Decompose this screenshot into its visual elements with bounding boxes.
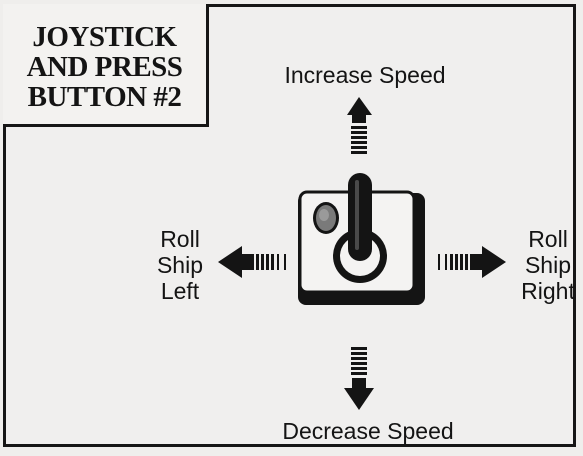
arrow-right-icon <box>438 246 506 278</box>
title-box: JOYSTICK AND PRESS BUTTON #2 <box>3 4 209 127</box>
arrow-up-icon <box>347 97 372 154</box>
roll-left-line-3: Left <box>160 278 200 304</box>
arrow-left-icon <box>218 246 286 278</box>
roll-right-line-3: Right <box>521 278 575 304</box>
title-line-1: JOYSTICK <box>32 21 177 53</box>
joystick-icon <box>298 173 425 305</box>
increase-speed-label: Increase Speed <box>284 62 446 88</box>
decrease-speed-label: Decrease Speed <box>282 418 454 444</box>
title-line-3: BUTTON #2 <box>27 81 182 113</box>
roll-left-line-1: Roll <box>160 226 200 252</box>
title-line-2: AND PRESS <box>26 51 183 83</box>
roll-left-label: Roll Ship Left <box>140 226 220 304</box>
fire-button-icon <box>313 202 339 234</box>
roll-right-line-2: Ship <box>524 252 572 278</box>
roll-right-label: Roll Ship Right <box>513 226 583 304</box>
arrow-down-icon <box>344 347 374 410</box>
roll-right-line-1: Roll <box>528 226 568 252</box>
roll-left-line-2: Ship <box>156 252 204 278</box>
